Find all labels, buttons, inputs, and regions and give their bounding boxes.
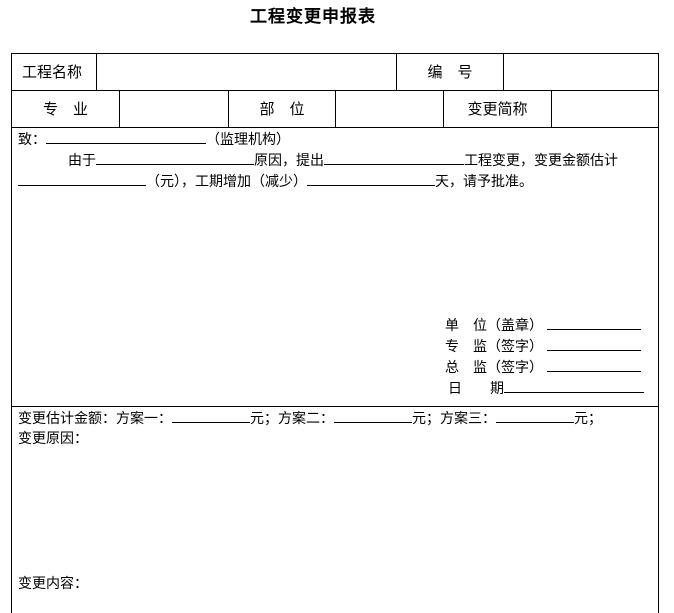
plan3-label: 元；方案三： bbox=[412, 411, 496, 427]
reason-line: 由于 原因，提出 工程变更，变更金额估计 bbox=[68, 150, 618, 171]
due-to-text: 由于 bbox=[68, 153, 96, 169]
plan3-blank[interactable] bbox=[496, 408, 574, 423]
col-divider bbox=[96, 53, 97, 90]
unit-end: 元； bbox=[574, 411, 602, 427]
location-label: 部 位 bbox=[259, 100, 305, 118]
specialist-sign-blank[interactable] bbox=[547, 336, 642, 351]
col-divider bbox=[551, 90, 552, 127]
estimate-line: 变更估计金额：方案一： 元；方案二： 元；方案三： 元； bbox=[18, 408, 602, 429]
col-divider bbox=[228, 90, 229, 127]
form-title: 工程变更申报表 bbox=[250, 7, 376, 27]
col-divider bbox=[443, 90, 444, 127]
reason-text: 原因，提出 bbox=[254, 153, 324, 169]
col-divider bbox=[119, 90, 120, 127]
number-field[interactable] bbox=[504, 54, 659, 90]
amount-blank[interactable] bbox=[18, 171, 146, 186]
row-divider bbox=[11, 406, 659, 407]
chief-sign-row: 总 监（签字） bbox=[445, 357, 642, 378]
date-row: 日 期 bbox=[448, 378, 644, 399]
estimate-text: 工程变更，变更金额估计 bbox=[464, 153, 618, 169]
change-content-label: 变更内容： bbox=[18, 576, 88, 592]
supervisor-org-blank[interactable] bbox=[46, 129, 206, 144]
project-name-label: 工程名称 bbox=[22, 63, 83, 81]
col-divider bbox=[335, 90, 336, 127]
chief-sign-blank[interactable] bbox=[547, 357, 642, 372]
plan1-label: 方案一： bbox=[116, 411, 172, 427]
days-blank[interactable] bbox=[307, 171, 435, 186]
to-prefix: 致： bbox=[18, 132, 46, 148]
specialty-field[interactable] bbox=[120, 91, 228, 127]
duration-text: （元），工期增加（减少） bbox=[146, 174, 307, 190]
plan2-blank[interactable] bbox=[334, 408, 412, 423]
unit-seal-blank[interactable] bbox=[547, 315, 642, 330]
unit-seal-row: 单 位（盖章） bbox=[445, 315, 642, 336]
specialist-sign-row: 专 监（签字） bbox=[445, 336, 642, 357]
specialty-label: 专 业 bbox=[42, 100, 88, 118]
change-reason-label: 变更原因： bbox=[18, 431, 88, 447]
date-blank[interactable] bbox=[504, 378, 644, 393]
number-label: 编 号 bbox=[427, 63, 473, 81]
location-field[interactable] bbox=[336, 91, 443, 127]
plan2-label: 元；方案二： bbox=[250, 411, 334, 427]
change-short-label: 变更简称 bbox=[467, 100, 528, 118]
form-table bbox=[11, 53, 659, 613]
row-divider bbox=[11, 127, 659, 128]
col-divider bbox=[503, 53, 504, 90]
change-short-field[interactable] bbox=[552, 91, 659, 127]
to-suffix: （监理机构） bbox=[206, 132, 290, 148]
approve-text: 天，请予批准。 bbox=[435, 174, 533, 190]
plan1-blank[interactable] bbox=[172, 408, 250, 423]
project-name-field[interactable] bbox=[97, 54, 396, 90]
reason-blank[interactable] bbox=[96, 150, 254, 165]
to-line: 致： （监理机构） bbox=[18, 129, 290, 150]
estimate-label: 变更估计金额： bbox=[18, 411, 116, 427]
change-blank[interactable] bbox=[324, 150, 464, 165]
col-divider bbox=[396, 53, 397, 90]
amount-line: （元），工期增加（减少） 天，请予批准。 bbox=[18, 171, 533, 192]
